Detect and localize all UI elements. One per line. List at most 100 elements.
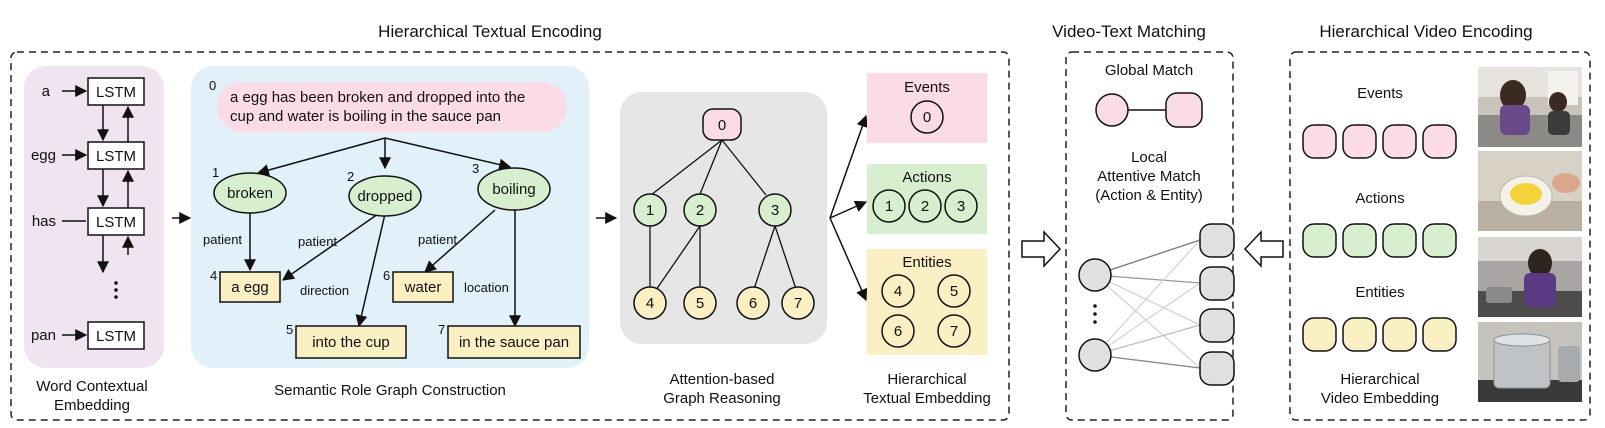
lstm-cell-3: LSTM: [96, 214, 136, 231]
entity-label-water: water: [404, 279, 442, 296]
reasoning-node-7: [781, 286, 815, 320]
lstm-stack: [62, 77, 145, 350]
graph-action-node-boiling: [477, 167, 551, 211]
text-entity-node-6: [881, 314, 915, 348]
reasoning-node-1: [633, 193, 667, 227]
text-events-label: Events: [904, 79, 950, 96]
text-entity-node-7-label: 7: [950, 323, 958, 340]
textual-encoding-frame: [10, 51, 1010, 421]
semantic-graph-caption: Semantic Role Graph Construction: [274, 382, 506, 399]
semantic-graph-panel: [191, 66, 589, 368]
textual-embedding-caption-line2: Textual Embedding: [863, 390, 991, 407]
reasoning-panel: [620, 92, 827, 344]
reasoning-node-0: [702, 108, 742, 141]
text-entity-node-5-label: 5: [950, 283, 958, 300]
text-action-node-1-label: 1: [885, 198, 893, 215]
video-event-node-1: [1302, 124, 1337, 159]
local-match-edges: [1094, 239, 1201, 369]
entity-label-a-egg: a egg: [231, 279, 269, 296]
role-label-location: location: [464, 280, 509, 295]
video-actions-label: Actions: [1355, 190, 1404, 207]
text-action-node-1: [872, 189, 906, 223]
reasoning-label-1: 1: [646, 202, 654, 219]
video-action-node-4: [1422, 223, 1457, 258]
word-a: a: [42, 83, 51, 100]
text-entity-node-4: [881, 274, 915, 308]
lstm-cell-4: LSTM: [96, 328, 136, 345]
action-index-3: 3: [472, 161, 479, 176]
video-entity-node-1: [1302, 317, 1337, 352]
text-entity-node-4-label: 4: [894, 283, 902, 300]
action-label-dropped: dropped: [357, 188, 412, 205]
text-entity-node-5: [937, 274, 971, 308]
action-label-broken: broken: [227, 185, 273, 202]
reasoning-label-5: 5: [696, 295, 704, 312]
global-match-video-node: [1165, 92, 1203, 128]
video-frame-1: [1478, 67, 1582, 147]
local-match-line1: Local: [1131, 149, 1167, 166]
local-match-video-node-4: [1199, 351, 1235, 386]
graph-entity-node-in-the-sauce-pan: [447, 325, 581, 359]
local-match-line3: (Action & Entity): [1095, 187, 1203, 204]
local-match-line2: Attentive Match: [1097, 168, 1200, 185]
video-event-node-2: [1342, 124, 1377, 159]
textual-embedding-caption-line1: Hierarchical: [887, 371, 966, 388]
entity-index-7: 7: [438, 322, 445, 337]
reasoning-node-5: [683, 286, 717, 320]
local-match-video-node-1: [1199, 223, 1235, 258]
video-encoding-frame: [1289, 51, 1591, 421]
reasoning-edges: [649, 139, 797, 291]
reasoning-node-6: [736, 286, 770, 320]
reasoning-label-3: 3: [771, 202, 779, 219]
global-match-label: Global Match: [1105, 62, 1193, 79]
lstm-caption-line1: Word Contextual: [36, 378, 147, 395]
video-frame-3: [1478, 237, 1582, 317]
reasoning-label-7: 7: [794, 295, 802, 312]
reasoning-node-4: [633, 286, 667, 320]
video-frame-4: [1478, 322, 1582, 402]
video-events-label: Events: [1357, 85, 1403, 102]
reasoning-caption-line2: Graph Reasoning: [663, 390, 781, 407]
title-video-text-matching: Video-Text Matching: [1052, 22, 1206, 41]
video-embedding-caption-line2: Video Embedding: [1321, 390, 1439, 407]
video-event-node-4: [1422, 124, 1457, 159]
hollow-arrow-right: [1021, 230, 1062, 268]
entity-index-4: 4: [210, 268, 217, 283]
graph-action-node-broken: [213, 172, 287, 214]
role-label-patient-3: patient: [418, 232, 457, 247]
action-index-2: 2: [347, 169, 354, 184]
role-label-patient-2: patient: [298, 234, 337, 249]
action-index-1: 1: [212, 165, 219, 180]
text-action-node-2: [908, 189, 942, 223]
embedding-fanout-arrows: [829, 114, 869, 302]
title-textual-encoding: Hierarchical Textual Encoding: [378, 22, 602, 41]
text-event-node-0-label: 0: [923, 109, 931, 126]
action-label-boiling: boiling: [492, 181, 535, 198]
video-action-node-2: [1342, 223, 1377, 258]
entity-label-into-the-cup: into the cup: [312, 334, 390, 351]
video-entity-node-2: [1342, 317, 1377, 352]
graph-entity-node-water: [392, 271, 454, 303]
hollow-arrow-left: [1243, 230, 1284, 268]
sentence-node: [217, 82, 567, 132]
text-action-node-2-label: 2: [921, 198, 929, 215]
entity-label-in-the-sauce-pan: in the sauce pan: [459, 334, 569, 351]
reasoning-label-2: 2: [696, 202, 704, 219]
word-has: has: [32, 213, 56, 230]
text-entity-node-6-label: 6: [894, 323, 902, 340]
reasoning-node-2: [683, 193, 717, 227]
video-entity-node-4: [1422, 317, 1457, 352]
sentence-line2: cup and water is boiling in the sauce pa…: [230, 108, 501, 125]
entity-index-5: 5: [286, 322, 293, 337]
lstm-cell-2: LSTM: [96, 148, 136, 165]
reasoning-caption-line1: Attention-based: [669, 371, 774, 388]
word-egg: egg: [31, 147, 56, 164]
local-match-text-node-1: [1078, 258, 1112, 292]
reasoning-label-4: 4: [646, 295, 654, 312]
lstm-ellipsis: [114, 281, 118, 299]
video-entity-node-3: [1382, 317, 1417, 352]
reasoning-label-0: 0: [718, 117, 726, 134]
video-event-node-3: [1382, 124, 1417, 159]
text-entities-label: Entities: [902, 254, 951, 271]
role-label-direction: direction: [300, 283, 349, 298]
